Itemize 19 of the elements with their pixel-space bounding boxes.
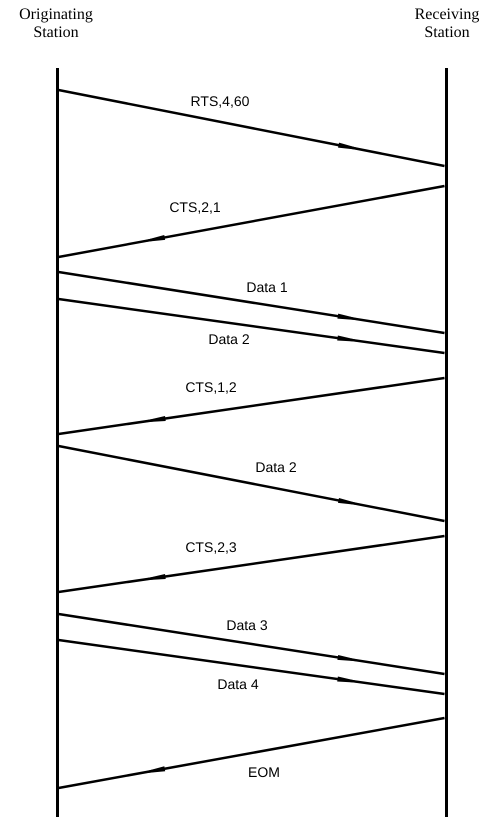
message-arrow	[58, 376, 445, 436]
edge-label: CTS,2,1	[167, 199, 223, 215]
message-arrow	[58, 270, 445, 334]
message-arrow	[58, 716, 445, 790]
message-arrow	[58, 88, 445, 168]
message-arrow	[58, 444, 445, 522]
station-heading: Originating Station	[18, 6, 94, 42]
edge-label: CTS,1,2	[183, 379, 239, 395]
edge-label: RTS,4,60	[188, 93, 252, 109]
message-arrow	[58, 638, 445, 696]
message-arrow	[58, 612, 445, 676]
edge-label: EOM	[246, 764, 282, 780]
lifeline	[56, 68, 58, 817]
lifeline	[444, 68, 448, 817]
station-heading: Receiving Station	[414, 6, 480, 42]
message-arrow	[58, 184, 445, 258]
edge-label: CTS,2,3	[183, 539, 239, 555]
message-arrow	[58, 534, 445, 594]
message-arrow	[58, 298, 445, 354]
